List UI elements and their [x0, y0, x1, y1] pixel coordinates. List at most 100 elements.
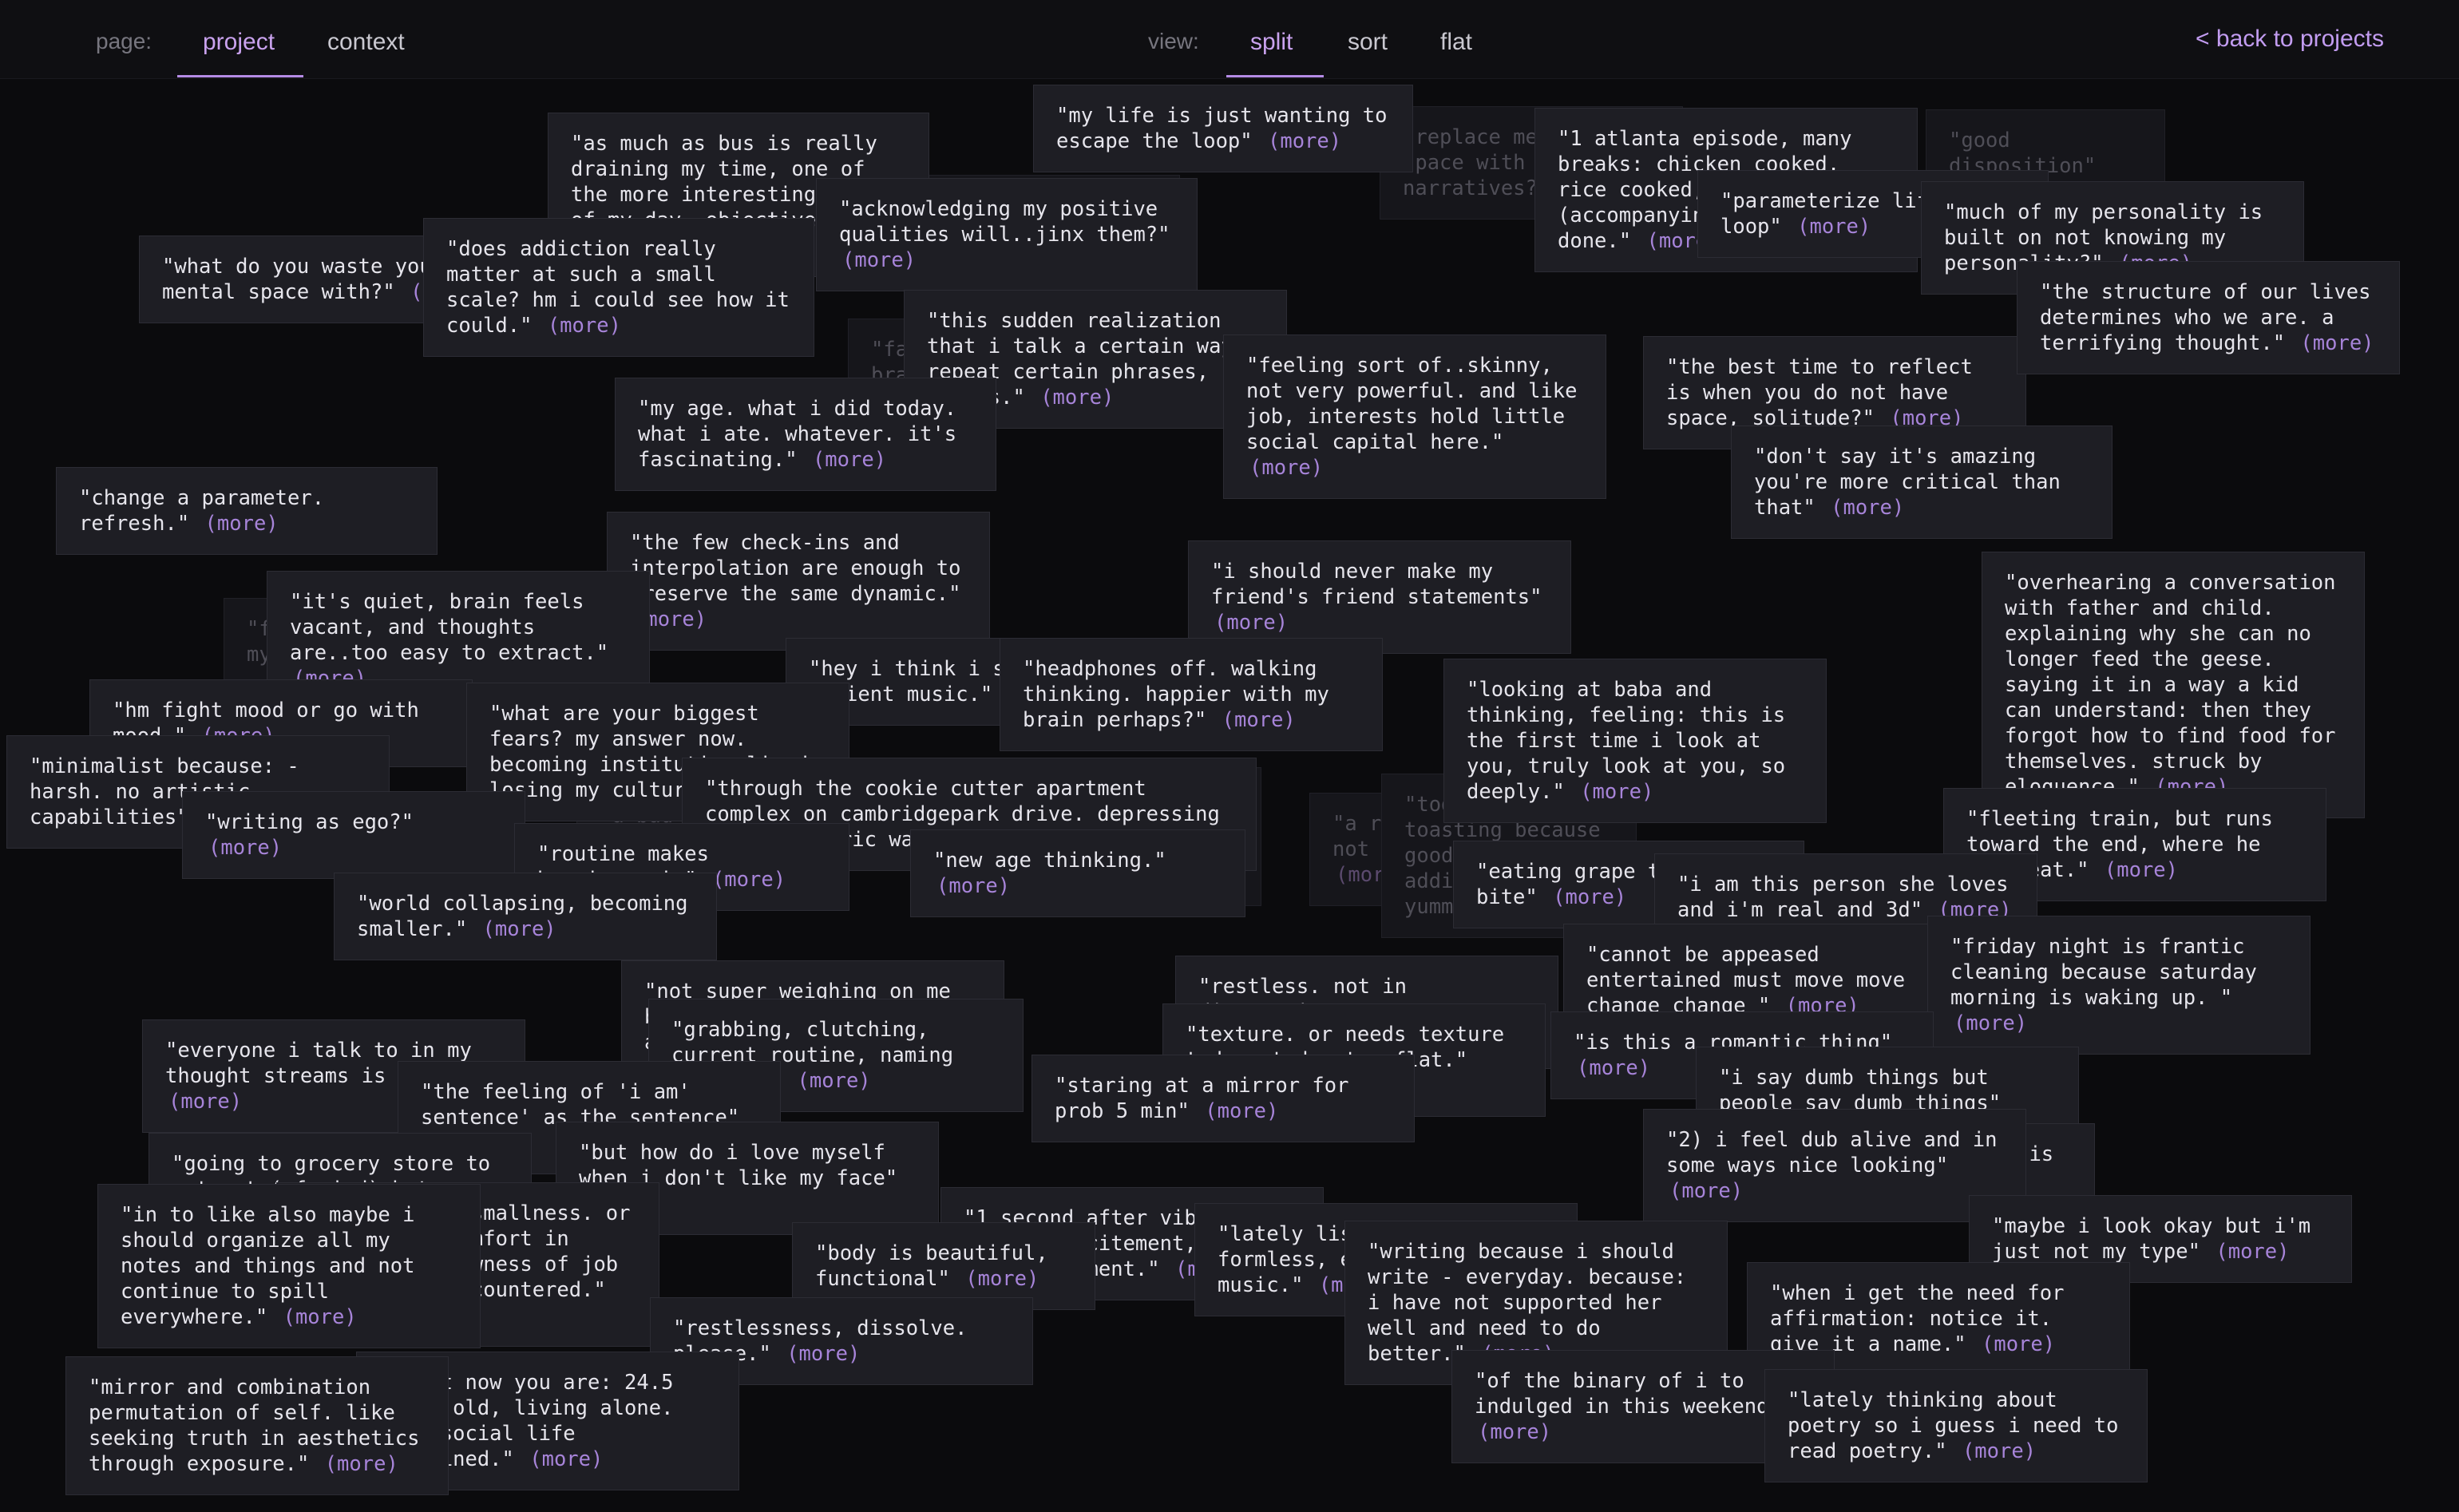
- note-card[interactable]: "headphones off. walking thinking. happi…: [1000, 638, 1383, 751]
- more-link[interactable]: (more): [283, 1305, 357, 1329]
- tab-view-flat[interactable]: flat: [1440, 29, 1473, 55]
- note-card[interactable]: "my life is just wanting to escape the l…: [1033, 85, 1413, 172]
- more-link[interactable]: (more): [1040, 386, 1115, 410]
- more-link[interactable]: (more): [936, 874, 1011, 898]
- note-text: "writing because i should write - everyd…: [1368, 1240, 1687, 1366]
- note-card[interactable]: "writing as ego?" (more): [182, 791, 525, 879]
- more-link[interactable]: (more): [786, 1342, 861, 1366]
- more-link[interactable]: (more): [204, 512, 279, 536]
- note-text: "world collapsing, becoming smaller.": [357, 892, 688, 941]
- more-link[interactable]: (more): [1669, 1179, 1744, 1203]
- more-link[interactable]: (more): [1577, 1056, 1651, 1080]
- note-card[interactable]: "don't say it's amazing you're more crit…: [1731, 425, 2113, 539]
- note-card[interactable]: "i should never make my friend's friend …: [1188, 540, 1571, 654]
- note-card[interactable]: "world collapsing, becoming smaller." (m…: [334, 873, 717, 960]
- note-text: "change a parameter. refresh.": [79, 486, 325, 536]
- note-text: "feeling sort of..skinny, not very power…: [1246, 354, 1578, 454]
- note-card[interactable]: "the structure of our lives determines w…: [2017, 261, 2400, 374]
- split-tab-underline: [1226, 75, 1324, 77]
- note-text: "i say dumb things but people say dumb t…: [1719, 1066, 2002, 1115]
- more-link[interactable]: (more): [711, 868, 786, 892]
- note-text: "my life is just wanting to escape the l…: [1056, 104, 1388, 153]
- more-link[interactable]: (more): [208, 836, 283, 860]
- more-link[interactable]: (more): [2104, 858, 2179, 882]
- note-text: "my age. what i did today. what i ate. w…: [638, 397, 957, 472]
- note-card[interactable]: "mirror and combination permutation of s…: [65, 1356, 449, 1495]
- note-text: "new age thinking.": [933, 849, 1166, 873]
- note-text: "maybe i look okay but i'm just not my t…: [1992, 1214, 2311, 1264]
- note-text: "in to like also maybe i should organize…: [121, 1203, 415, 1329]
- more-link[interactable]: (more): [1982, 1332, 2056, 1356]
- note-card[interactable]: "staring at a mirror for prob 5 min" (mo…: [1032, 1055, 1415, 1142]
- note-text: "of the binary of i to indulged in this …: [1475, 1369, 1794, 1419]
- tab-context[interactable]: context: [327, 29, 405, 55]
- note-text: "friday night is frantic cleaning becaus…: [1950, 935, 2257, 1010]
- note-text: "headphones off. walking thinking. happi…: [1023, 657, 1329, 732]
- more-link[interactable]: (more): [1553, 885, 1627, 909]
- more-link[interactable]: (more): [1962, 1439, 2037, 1463]
- more-link[interactable]: (more): [965, 1267, 1039, 1291]
- note-card[interactable]: "in to like also maybe i should organize…: [97, 1184, 481, 1348]
- note-text: "acknowledging my positive qualities wil…: [839, 197, 1170, 247]
- more-link[interactable]: (more): [168, 1090, 243, 1114]
- more-link[interactable]: (more): [1478, 1420, 1552, 1444]
- note-card[interactable]: "overhearing a conversation with father …: [1982, 552, 2365, 818]
- back-to-projects-link[interactable]: < back to projects: [2196, 26, 2384, 52]
- note-text: "2) i feel dub alive and in some ways ni…: [1666, 1128, 1998, 1178]
- note-card[interactable]: "body is beautiful, functional" (more): [792, 1222, 1095, 1310]
- note-text: "writing as ego?": [205, 810, 414, 834]
- note-card[interactable]: "lately thinking about poetry so i guess…: [1764, 1369, 2148, 1482]
- more-link[interactable]: (more): [324, 1452, 398, 1476]
- note-text: "looking at baba and thinking, feeling: …: [1467, 678, 1786, 804]
- note-text: "staring at a mirror for prob 5 min": [1055, 1074, 1349, 1123]
- more-link[interactable]: (more): [1205, 1099, 1279, 1123]
- note-card[interactable]: "feeling sort of..skinny, not very power…: [1223, 334, 1606, 499]
- notes-canvas: "replace mental space with narratives?" …: [0, 79, 2459, 1512]
- note-text: "i am this person she loves and i'm real…: [1677, 873, 2009, 922]
- more-link[interactable]: (more): [1580, 780, 1654, 804]
- more-link[interactable]: (more): [1797, 215, 1871, 239]
- tab-project[interactable]: project: [203, 29, 275, 55]
- top-nav-bar: page: project context view: split sort f…: [0, 0, 2459, 79]
- note-text: "i should never make my friend's friend …: [1211, 560, 1542, 609]
- note-text: "lately thinking about poetry so i guess…: [1788, 1388, 2119, 1463]
- note-card[interactable]: "change a parameter. refresh." (more): [56, 467, 438, 555]
- note-card[interactable]: "the few check-ins and interpolation are…: [607, 512, 990, 651]
- note-card[interactable]: "my age. what i did today. what i ate. w…: [615, 378, 996, 491]
- note-text: "parameterize life, loop": [1721, 189, 1954, 239]
- more-link[interactable]: (more): [1249, 456, 1324, 480]
- note-text: "does addiction really matter at such a …: [446, 237, 790, 338]
- more-link[interactable]: (more): [1831, 496, 1905, 520]
- page-label: page:: [96, 29, 152, 53]
- more-link[interactable]: (more): [1268, 129, 1342, 153]
- more-link[interactable]: (more): [842, 248, 917, 272]
- note-text: "body is beautiful, functional": [815, 1241, 1048, 1291]
- tab-view-split[interactable]: split: [1250, 29, 1293, 55]
- view-label: view:: [1148, 29, 1199, 53]
- more-link[interactable]: (more): [2215, 1240, 2290, 1264]
- more-link[interactable]: (more): [2300, 331, 2374, 355]
- note-card[interactable]: "new age thinking." (more): [910, 829, 1245, 917]
- note-text: "overhearing a conversation with father …: [2005, 571, 2336, 799]
- note-text: "the few check-ins and interpolation are…: [630, 531, 961, 606]
- note-text: "mirror and combination permutation of s…: [89, 1375, 420, 1476]
- more-link[interactable]: (more): [482, 917, 556, 941]
- more-link[interactable]: (more): [529, 1447, 604, 1471]
- more-link[interactable]: (more): [812, 448, 887, 472]
- note-text: "what do you waste your mental space wit…: [162, 255, 445, 304]
- more-link[interactable]: (more): [1954, 1011, 2028, 1035]
- note-card[interactable]: "friday night is frantic cleaning becaus…: [1927, 916, 2311, 1055]
- note-card[interactable]: "looking at baba and thinking, feeling: …: [1443, 659, 1827, 823]
- note-card[interactable]: "2) i feel dub alive and in some ways ni…: [1643, 1109, 2026, 1222]
- note-card[interactable]: "acknowledging my positive qualities wil…: [816, 178, 1198, 291]
- note-card[interactable]: "does addiction really matter at such a …: [423, 218, 814, 357]
- tab-view-sort[interactable]: sort: [1348, 29, 1388, 55]
- note-text: "the structure of our lives determines w…: [2040, 280, 2371, 355]
- more-link[interactable]: (more): [1214, 611, 1289, 635]
- note-text: "it's quiet, brain feels vacant, and tho…: [290, 590, 609, 665]
- note-text: "don't say it's amazing you're more crit…: [1754, 445, 2061, 520]
- note-text: "replace mental space with narratives?": [1403, 125, 1587, 200]
- more-link[interactable]: (more): [547, 314, 621, 338]
- more-link[interactable]: (more): [797, 1069, 871, 1093]
- more-link[interactable]: (more): [1222, 708, 1296, 732]
